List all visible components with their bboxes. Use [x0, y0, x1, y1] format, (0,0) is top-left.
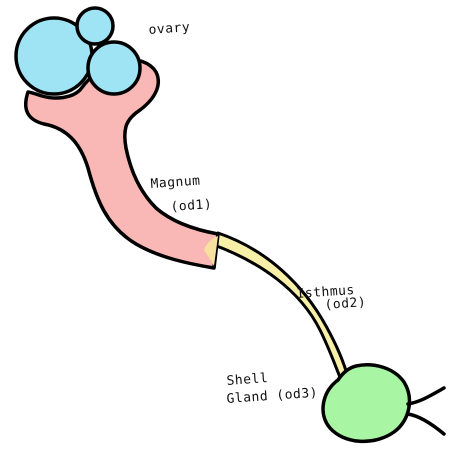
outlet-flare — [408, 388, 444, 434]
ovary-label: ovary — [148, 19, 191, 40]
shell-gland-region — [323, 365, 409, 442]
isthmus-code-label: (od2) — [324, 294, 367, 315]
ovary-follicle-medium — [88, 42, 140, 94]
ovary-follicle-small — [77, 8, 113, 44]
magnum-code-label: (od1) — [170, 196, 213, 217]
magnum-label: Magnum — [150, 173, 201, 194]
